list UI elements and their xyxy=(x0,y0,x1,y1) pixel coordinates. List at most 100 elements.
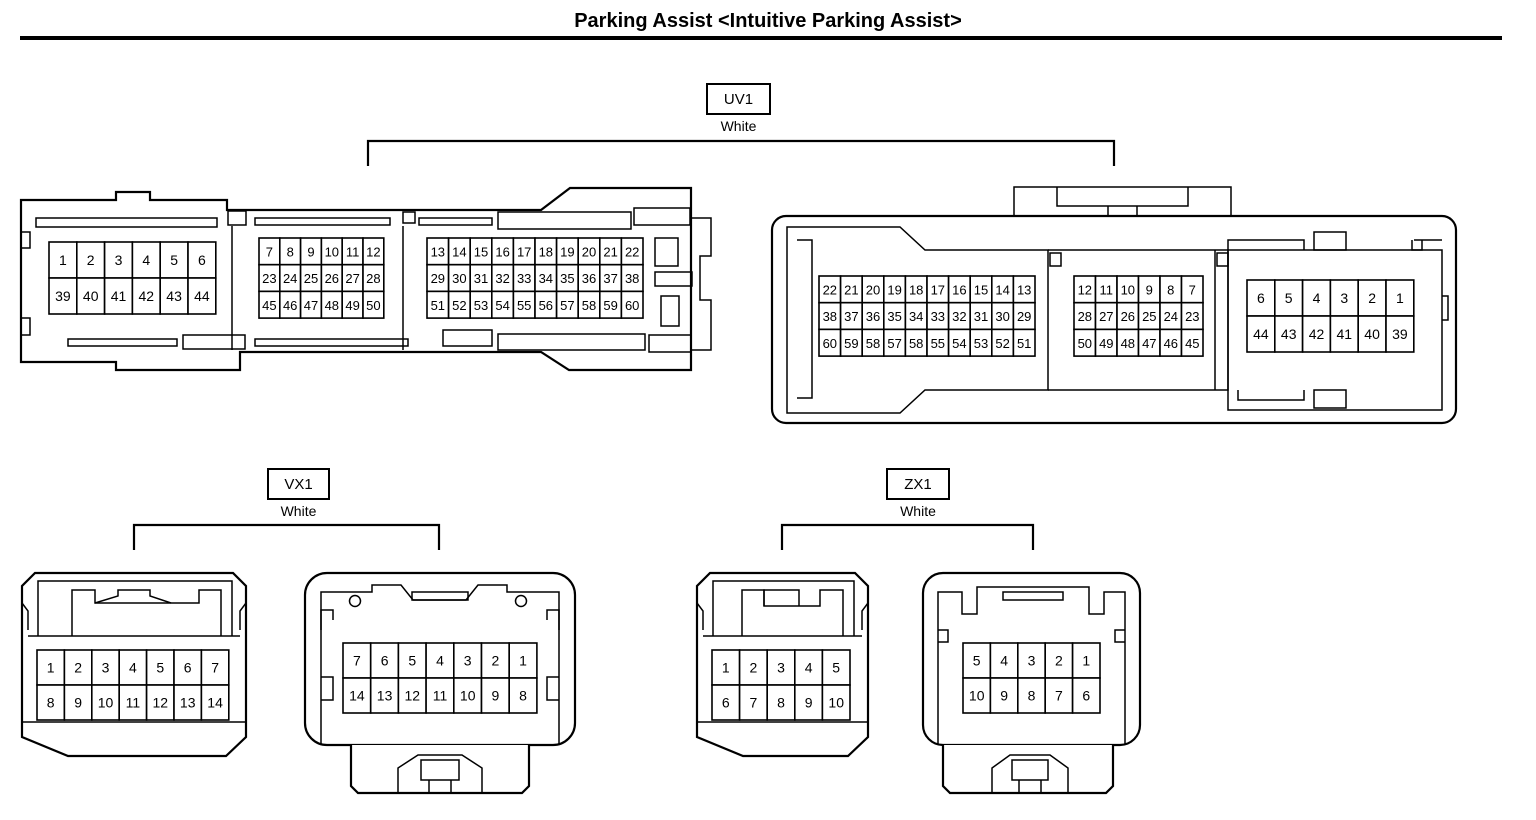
pin-number: 14 xyxy=(452,244,466,259)
pin-number: 41 xyxy=(1337,326,1353,342)
pin-number: 19 xyxy=(887,282,901,297)
pin-number: 11 xyxy=(1100,282,1114,297)
pin-cell xyxy=(962,677,992,714)
pin-number: 52 xyxy=(995,336,1009,351)
pin-number: 2 xyxy=(74,660,82,676)
pin-number: 20 xyxy=(866,282,880,297)
pin-number: 43 xyxy=(1281,326,1297,342)
pin-number: 10 xyxy=(828,695,844,711)
pin-number: 36 xyxy=(582,271,596,286)
pin-number: 35 xyxy=(887,309,901,324)
pin-number: 56 xyxy=(539,298,553,313)
pin-number: 3 xyxy=(102,660,110,676)
zx1-color: White xyxy=(900,503,936,519)
pin-number: 13 xyxy=(431,244,445,259)
pin-number: 50 xyxy=(366,298,380,313)
pin-cell xyxy=(76,277,106,315)
pin-number: 9 xyxy=(1000,688,1008,704)
pin-number: 16 xyxy=(952,282,966,297)
pin-number: 13 xyxy=(377,688,393,704)
pin-number: 7 xyxy=(353,653,361,669)
pin-number: 53 xyxy=(974,336,988,351)
pin-number: 45 xyxy=(1185,336,1199,351)
pin-number: 44 xyxy=(1253,326,1269,342)
pin-cell xyxy=(91,684,121,721)
pin-number: 43 xyxy=(166,288,182,304)
pin-number: 1 xyxy=(722,660,730,676)
page-title: Parking Assist <Intuitive Parking Assist… xyxy=(574,10,962,32)
pin-number: 3 xyxy=(1340,290,1348,306)
pin-cell xyxy=(738,684,768,721)
vx1-color: White xyxy=(281,503,317,519)
pin-cell xyxy=(821,684,851,721)
pin-number: 55 xyxy=(931,336,945,351)
pin-number: 6 xyxy=(381,653,389,669)
pin-cell xyxy=(362,290,385,319)
pin-cell xyxy=(36,649,66,686)
pin-number: 30 xyxy=(452,271,466,286)
pin-cell xyxy=(1016,642,1046,679)
pin-number: 3 xyxy=(115,252,123,268)
pin-number: 7 xyxy=(1189,282,1196,297)
pin-cell xyxy=(1357,279,1387,317)
pin-number: 11 xyxy=(126,695,141,711)
pin-cell xyxy=(508,677,538,714)
pin-number: 47 xyxy=(304,298,318,313)
pin-number: 50 xyxy=(1078,336,1092,351)
pin-number: 10 xyxy=(969,688,985,704)
pin-number: 22 xyxy=(625,244,639,259)
pin-number: 31 xyxy=(474,271,488,286)
pin-number: 29 xyxy=(1017,309,1031,324)
pin-number: 9 xyxy=(1146,282,1153,297)
pin-number: 40 xyxy=(83,288,99,304)
pin-cell xyxy=(480,677,511,714)
pin-cell xyxy=(1385,315,1415,353)
zx1-id: ZX1 xyxy=(904,476,932,493)
vx1-bracket xyxy=(132,523,441,550)
pin-number: 54 xyxy=(952,336,966,351)
pin-number: 23 xyxy=(262,271,276,286)
pin-number: 20 xyxy=(582,244,596,259)
pin-number: 24 xyxy=(1164,309,1178,324)
vx1-id: VX1 xyxy=(284,476,312,493)
pin-number: 10 xyxy=(460,688,476,704)
pin-number: 1 xyxy=(519,653,527,669)
pin-number: 12 xyxy=(153,695,169,711)
pin-number: 49 xyxy=(345,298,359,313)
pin-number: 46 xyxy=(283,298,297,313)
pin-number: 11 xyxy=(433,688,448,704)
pin-number: 34 xyxy=(909,309,923,324)
pin-number: 49 xyxy=(1099,336,1113,351)
pin-number: 2 xyxy=(492,653,500,669)
pin-number: 33 xyxy=(931,309,945,324)
pin-number: 58 xyxy=(909,336,923,351)
pin-number: 32 xyxy=(495,271,509,286)
pin-number: 12 xyxy=(1078,282,1092,297)
pin-number: 30 xyxy=(995,309,1009,324)
pin-cell xyxy=(131,241,161,279)
pin-number: 6 xyxy=(1257,290,1265,306)
pin-number: 4 xyxy=(805,660,813,676)
pin-number: 21 xyxy=(603,244,617,259)
pin-number: 52 xyxy=(452,298,466,313)
uv1-label: UV1 White xyxy=(706,83,771,134)
pin-number: 40 xyxy=(1364,326,1380,342)
pin-number: 9 xyxy=(805,695,813,711)
pin-cell xyxy=(793,649,824,686)
pin-number: 27 xyxy=(1099,309,1113,324)
pin-cell xyxy=(989,642,1019,679)
pin-number: 25 xyxy=(304,271,318,286)
pin-number: 7 xyxy=(211,660,219,676)
pin-number: 1 xyxy=(47,660,55,676)
pin-number: 1 xyxy=(59,252,67,268)
pin-cell xyxy=(766,649,796,686)
pin-number: 47 xyxy=(1142,336,1156,351)
pin-number: 41 xyxy=(111,288,127,304)
pin-number: 21 xyxy=(844,282,858,297)
pin-number: 27 xyxy=(345,271,359,286)
pin-number: 6 xyxy=(198,252,206,268)
